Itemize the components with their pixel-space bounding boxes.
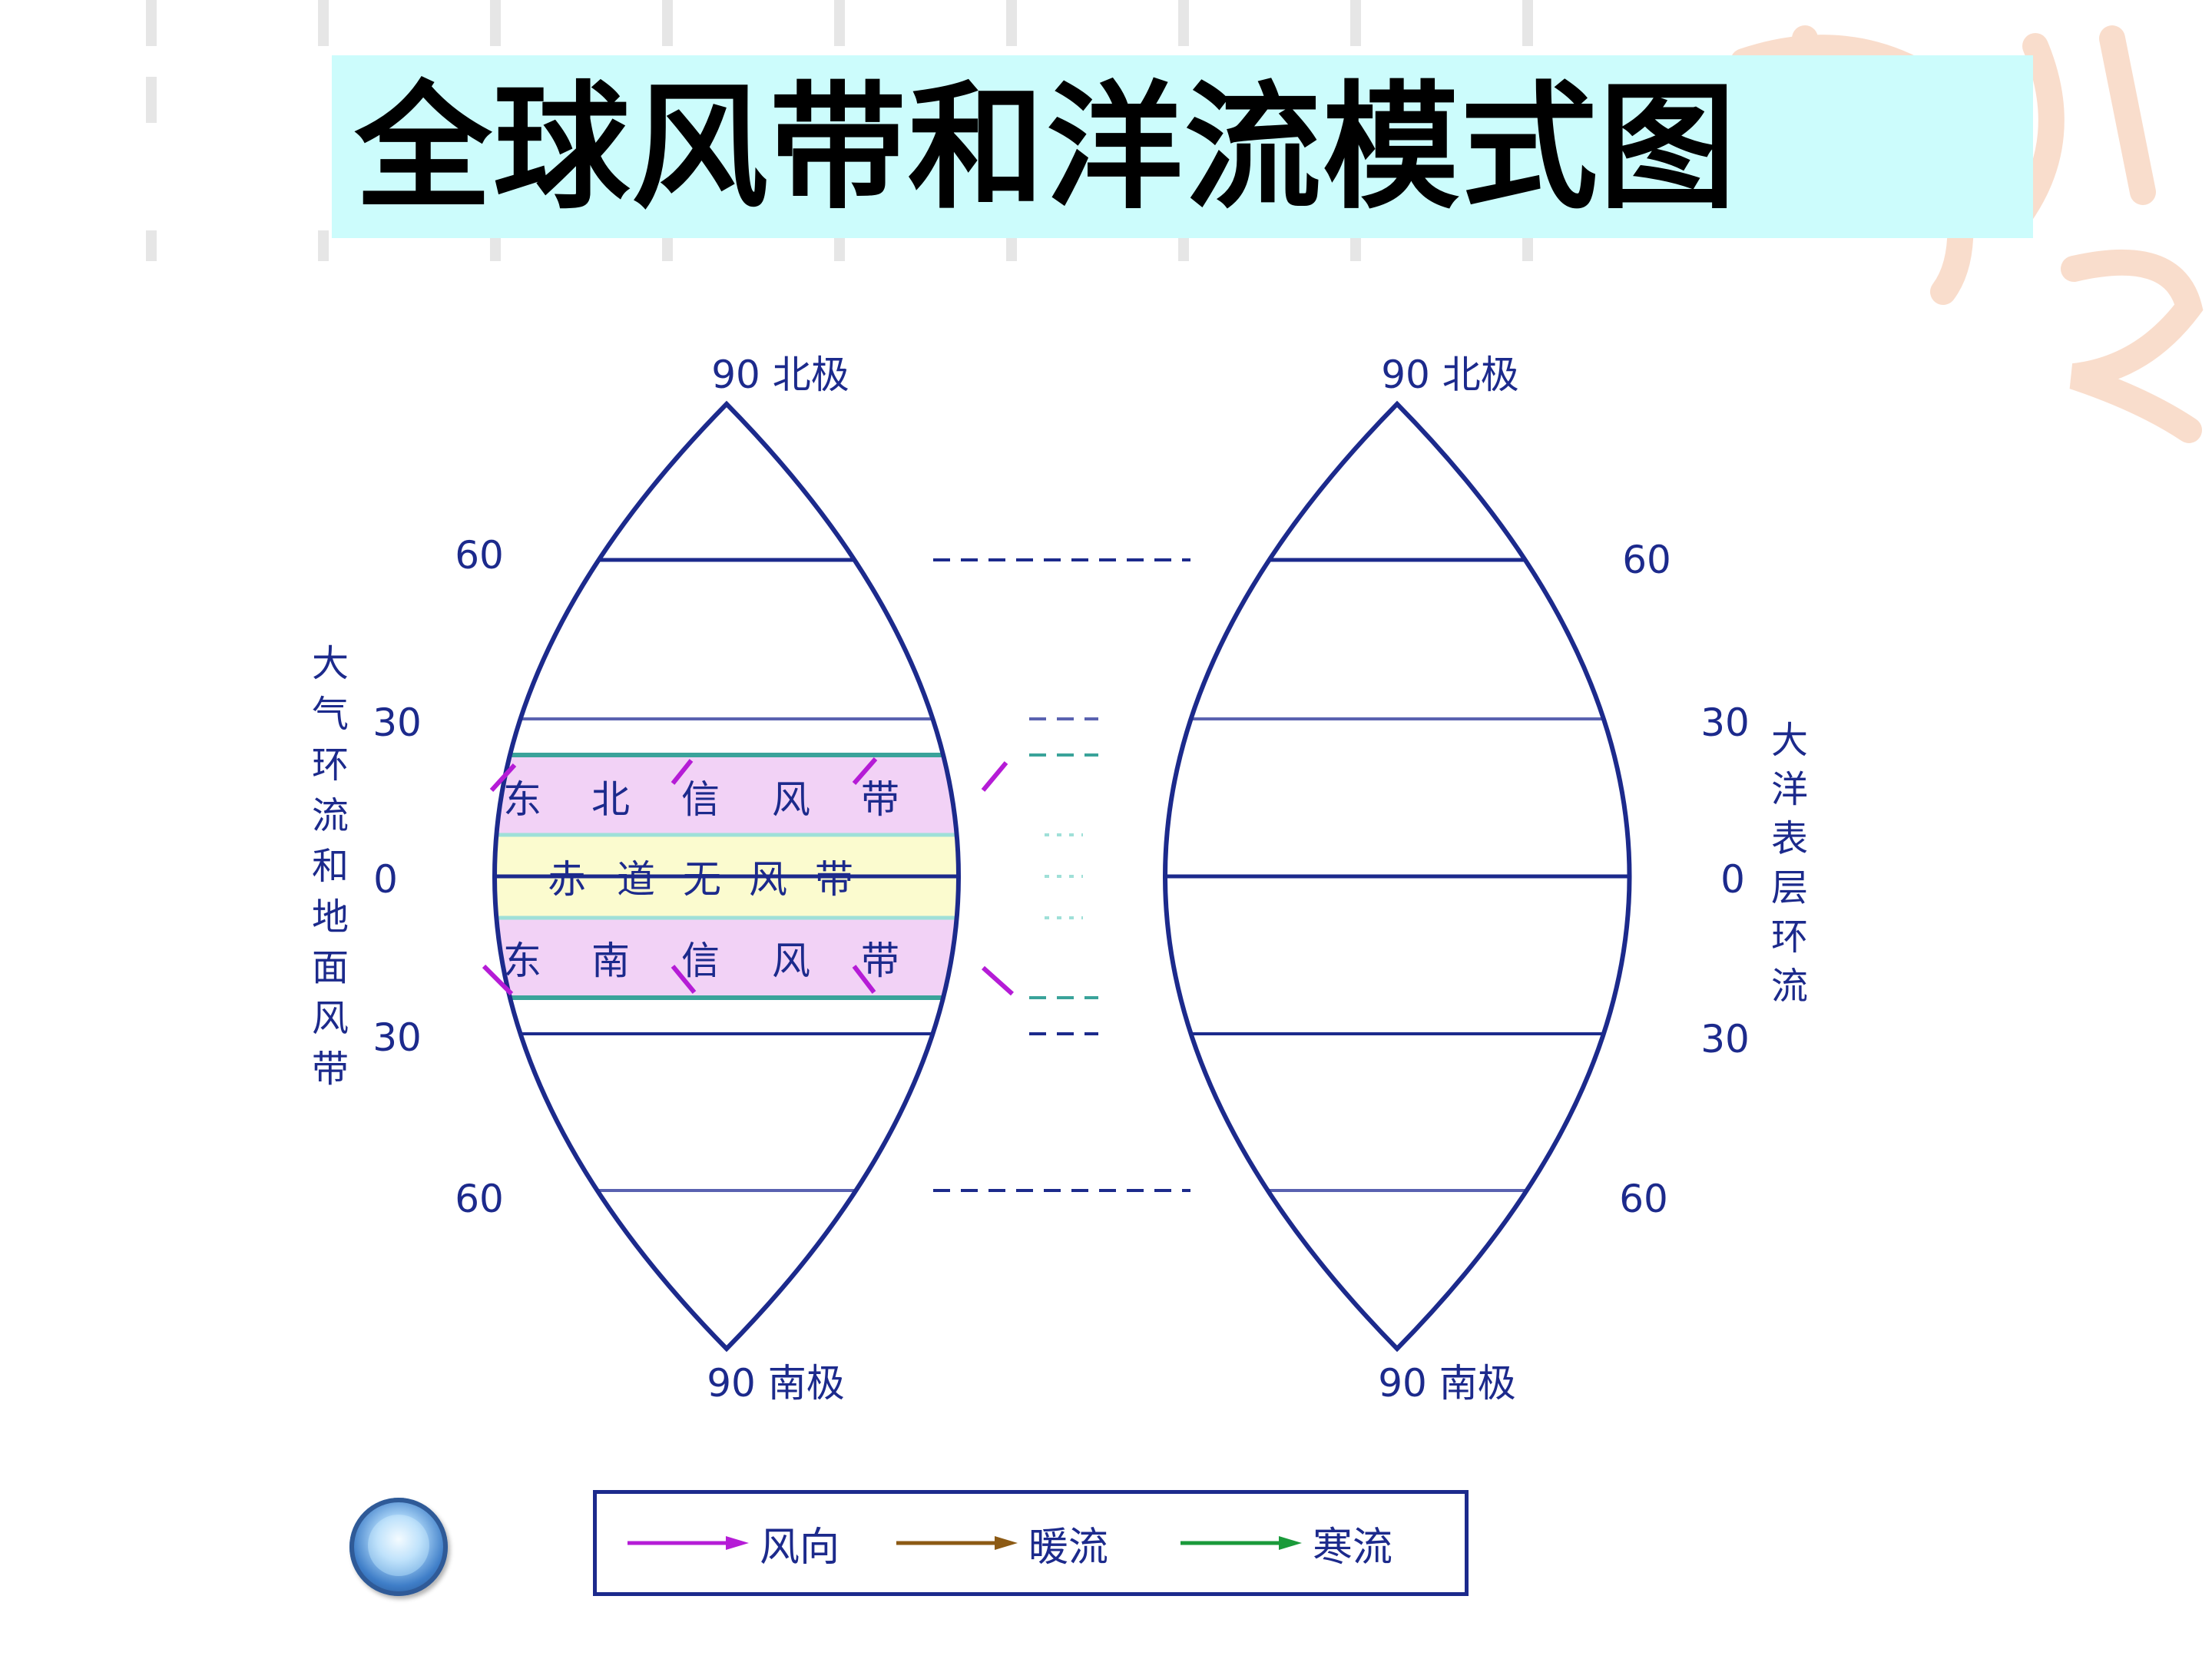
lat-label-30n-left: 30 [373,700,422,745]
ne-trade-band [495,755,959,835]
side-label-char: 风 [312,997,349,1040]
legend-warm: 暖流 [896,1494,1108,1592]
background-dash-row [146,77,1713,123]
doldrums-char: 赤 [548,857,586,902]
lat-label-30s-left: 30 [373,1015,422,1060]
doldrums-char: 带 [815,857,853,902]
background-dash-row [146,230,1713,261]
wind-arrow [981,761,1008,792]
side-label-char: 气 [312,693,349,736]
wind-arrow [671,759,694,785]
lat-label-60n-right: 60 [1622,538,1671,582]
lat-label-30s-right: 30 [1700,1017,1750,1061]
cold-current-arrow-icon [1181,1536,1302,1550]
wind-arrow [489,763,517,793]
ne-trade-char: 风 [772,777,810,822]
side-label-char: 环 [1771,916,1808,959]
ne-trade-char: 北 [591,777,630,822]
side-label-char: 层 [1771,866,1808,909]
side-label-char: 表 [1771,817,1808,860]
right-south-pole-label: 90 南极 [1378,1361,1516,1406]
lat-label-0-right: 0 [1720,857,1745,902]
left-globe-bands [495,558,959,1192]
left-globe-outline [492,400,961,1353]
ne-trade-char: 信 [681,777,720,822]
legend-wind: 风向 [628,1494,839,1592]
left-south-pole-label: 90 南极 [707,1361,845,1406]
wind-arrow [852,965,876,994]
legend-warm-label: 暖流 [1028,1524,1109,1571]
wind-arrow [852,757,878,785]
se-trade-wind-arrows [482,964,1015,996]
se-trade-char: 风 [772,939,810,983]
side-label-char: 大 [312,642,349,685]
side-label-char: 带 [312,1048,349,1091]
ne-trade-char: 东 [503,777,541,822]
right-globe-lines [1165,558,1630,1192]
page-title: 全球风带和洋流模式图 [355,68,1737,227]
legend-cold-label: 寒流 [1313,1524,1393,1571]
ne-trade-wind-arrows [489,757,1008,793]
wind-arrow [482,964,514,996]
title-banner [332,55,2033,238]
wind-arrow [671,965,697,994]
side-label-char: 洋 [1771,768,1808,811]
round-blue-button-icon[interactable] [349,1498,448,1596]
se-trade-char: 南 [591,939,630,983]
warm-current-arrow-icon [896,1536,1018,1550]
side-label-char: 流 [1771,965,1808,1008]
side-label-char: 环 [312,743,349,786]
se-trade-char: 信 [681,939,720,983]
left-north-pole-label: 90 北极 [711,353,849,397]
side-label-char: 地 [312,896,349,939]
lat-label-30n-right: 30 [1700,700,1750,745]
globe-connectors [933,558,1190,1192]
doldrums-char: 风 [749,857,787,902]
legend-cold: 寒流 [1181,1494,1392,1592]
lat-label-60n-left: 60 [455,533,504,578]
wind-arrow-icon [628,1536,749,1550]
side-label-char: 大 [1771,719,1808,762]
side-label-char: 和 [312,845,349,888]
ne-trade-char: 带 [861,777,899,822]
side-label-char: 面 [312,946,349,989]
lat-label-0-left: 0 [373,857,398,902]
doldrums-char: 无 [683,857,721,902]
lat-label-60s-left: 60 [455,1177,504,1221]
legend: 风向 暖流 寒流 [593,1490,1469,1596]
se-trade-char: 带 [861,939,899,983]
legend-wind-label: 风向 [760,1524,840,1571]
se-trade-band [495,918,959,998]
side-label-char: 流 [312,794,349,837]
background-dash-row [146,0,1713,46]
se-trade-char: 东 [503,939,541,983]
doldrums-char: 道 [617,857,655,902]
right-north-pole-label: 90 北极 [1381,353,1519,397]
right-globe-outline [1163,400,1632,1353]
wind-arrow [981,965,1015,996]
lat-label-60s-right: 60 [1619,1177,1668,1221]
